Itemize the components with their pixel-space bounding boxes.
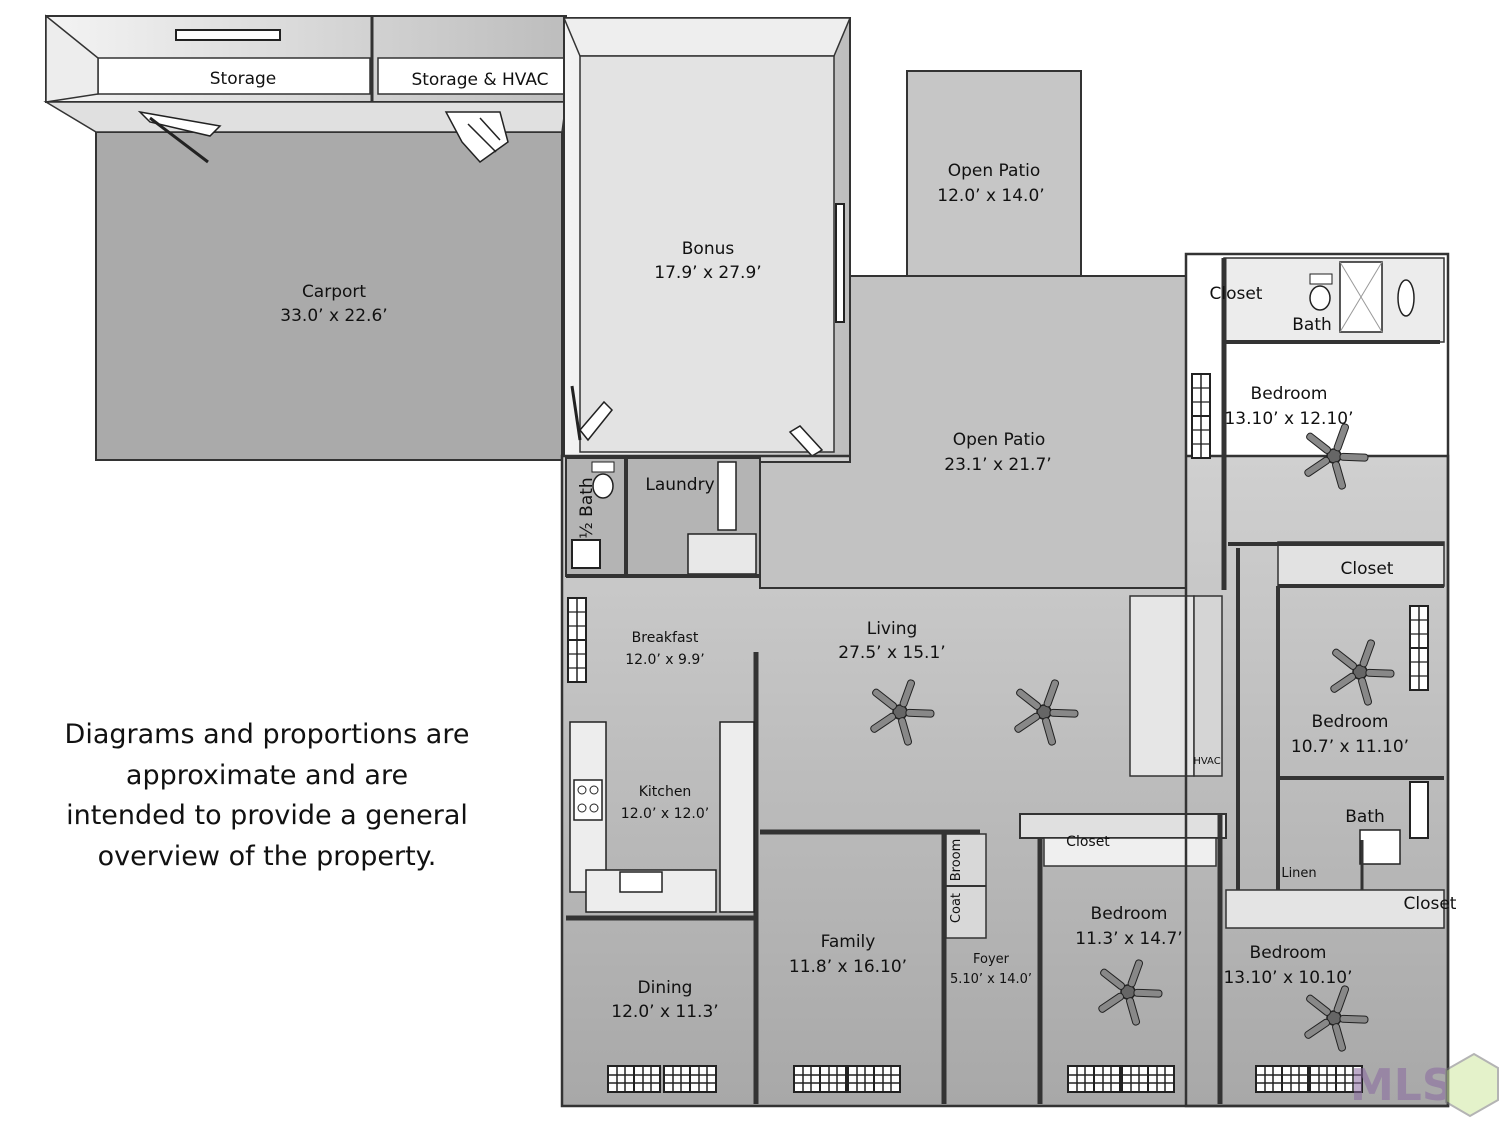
dining-dims: 12.0’ x 11.3’ [611, 1002, 718, 1022]
window-icon [663, 1065, 717, 1093]
bedroom-master-dims: 13.10’ x 12.10’ [1224, 409, 1353, 429]
door-icon [835, 203, 845, 323]
living-dims: 27.5’ x 15.1’ [838, 643, 945, 663]
living-name: Living [867, 619, 918, 639]
mls-logo: MLS [1350, 1052, 1499, 1118]
door-icon [788, 425, 824, 457]
bedroom-front-right-dims: 13.10’ x 10.10’ [1223, 968, 1352, 988]
patio-main-name: Open Patio [953, 430, 1046, 450]
storage-strip [45, 14, 567, 103]
disclaimer-text: Diagrams and proportions are approximate… [64, 719, 470, 872]
family-name: Family [821, 932, 876, 952]
patio-main-dims: 23.1’ x 21.7’ [944, 455, 1051, 475]
door-icon [137, 110, 222, 164]
master-bath-label: Bath [1292, 315, 1332, 335]
window-icon [793, 1065, 847, 1093]
carport-dims: 33.0’ x 22.6’ [280, 306, 387, 326]
door-icon [444, 111, 509, 163]
bedroom-mid-right-name: Bedroom [1312, 712, 1389, 732]
breakfast-dims: 12.0’ x 9.9’ [625, 652, 705, 668]
kitchen-cabinets [569, 721, 755, 913]
bedroom-front-mid-dims: 11.3’ x 14.7’ [1075, 929, 1182, 949]
dining-name: Dining [638, 978, 693, 998]
window-icon [1255, 1065, 1309, 1093]
window-icon [1121, 1065, 1175, 1093]
stove-icon [573, 779, 603, 821]
door-icon [570, 385, 614, 442]
patio-top-dims: 12.0’ x 14.0’ [937, 186, 1044, 206]
carport-area [43, 101, 567, 461]
mid-closet-label: Closet [1341, 559, 1394, 579]
half-bath-label: ½ Bath [577, 477, 597, 538]
window-icon [1191, 373, 1211, 459]
window-icon [1067, 1065, 1121, 1093]
foyer-name: Foyer [973, 952, 1010, 967]
bedroom-front-right-name: Bedroom [1250, 943, 1327, 963]
house-body [560, 252, 1450, 1108]
window-icon [1409, 605, 1429, 691]
window-icon [567, 597, 587, 683]
kitchen-dims: 12.0’ x 12.0’ [621, 806, 709, 822]
family-dims: 11.8’ x 16.10’ [789, 957, 907, 977]
windows [567, 373, 1429, 1093]
window-icon [847, 1065, 901, 1093]
sink-icon [619, 871, 663, 893]
hall-bath-label: Bath [1345, 807, 1385, 827]
bedroom-front-mid-name: Bedroom [1091, 904, 1168, 924]
storage-label: Storage [210, 69, 277, 89]
coat-closet-label: Coat [949, 893, 964, 923]
window-icon [607, 1065, 661, 1093]
bonus-name: Bonus [682, 239, 735, 259]
bedroom-master-name: Bedroom [1251, 384, 1328, 404]
linen-label: Linen [1281, 866, 1316, 881]
kitchen-name: Kitchen [639, 784, 692, 800]
sink-icon [571, 539, 601, 569]
storage-hvac-label: Storage & HVAC [411, 70, 548, 90]
bonus-dims: 17.9’ x 27.9’ [654, 263, 761, 283]
room-labels: Storage Storage & HVAC Carport 33.0’ x 2… [210, 69, 1457, 1022]
broom-closet-label: Broom [949, 839, 964, 882]
bonus-room [562, 17, 852, 465]
master-closet-label: Closet [1210, 284, 1263, 304]
window-icon [1409, 781, 1429, 839]
right-closet-label: Closet [1404, 894, 1457, 914]
toilet-icon [591, 461, 615, 499]
front-closet-label: Closet [1066, 834, 1110, 850]
foyer-dims: 5.10’ x 14.0’ [950, 972, 1032, 987]
hvac-label: HVAC [1193, 756, 1220, 767]
carport-name: Carport [302, 282, 366, 302]
mls-logo-text: MLS [1350, 1060, 1454, 1111]
patio-top-name: Open Patio [948, 161, 1041, 181]
bedroom-mid-right-dims: 10.7’ x 11.10’ [1291, 737, 1409, 757]
laundry-label: Laundry [645, 475, 714, 495]
open-patio-top [906, 70, 1082, 278]
toilet-icon [1309, 273, 1333, 311]
breakfast-name: Breakfast [632, 630, 699, 646]
